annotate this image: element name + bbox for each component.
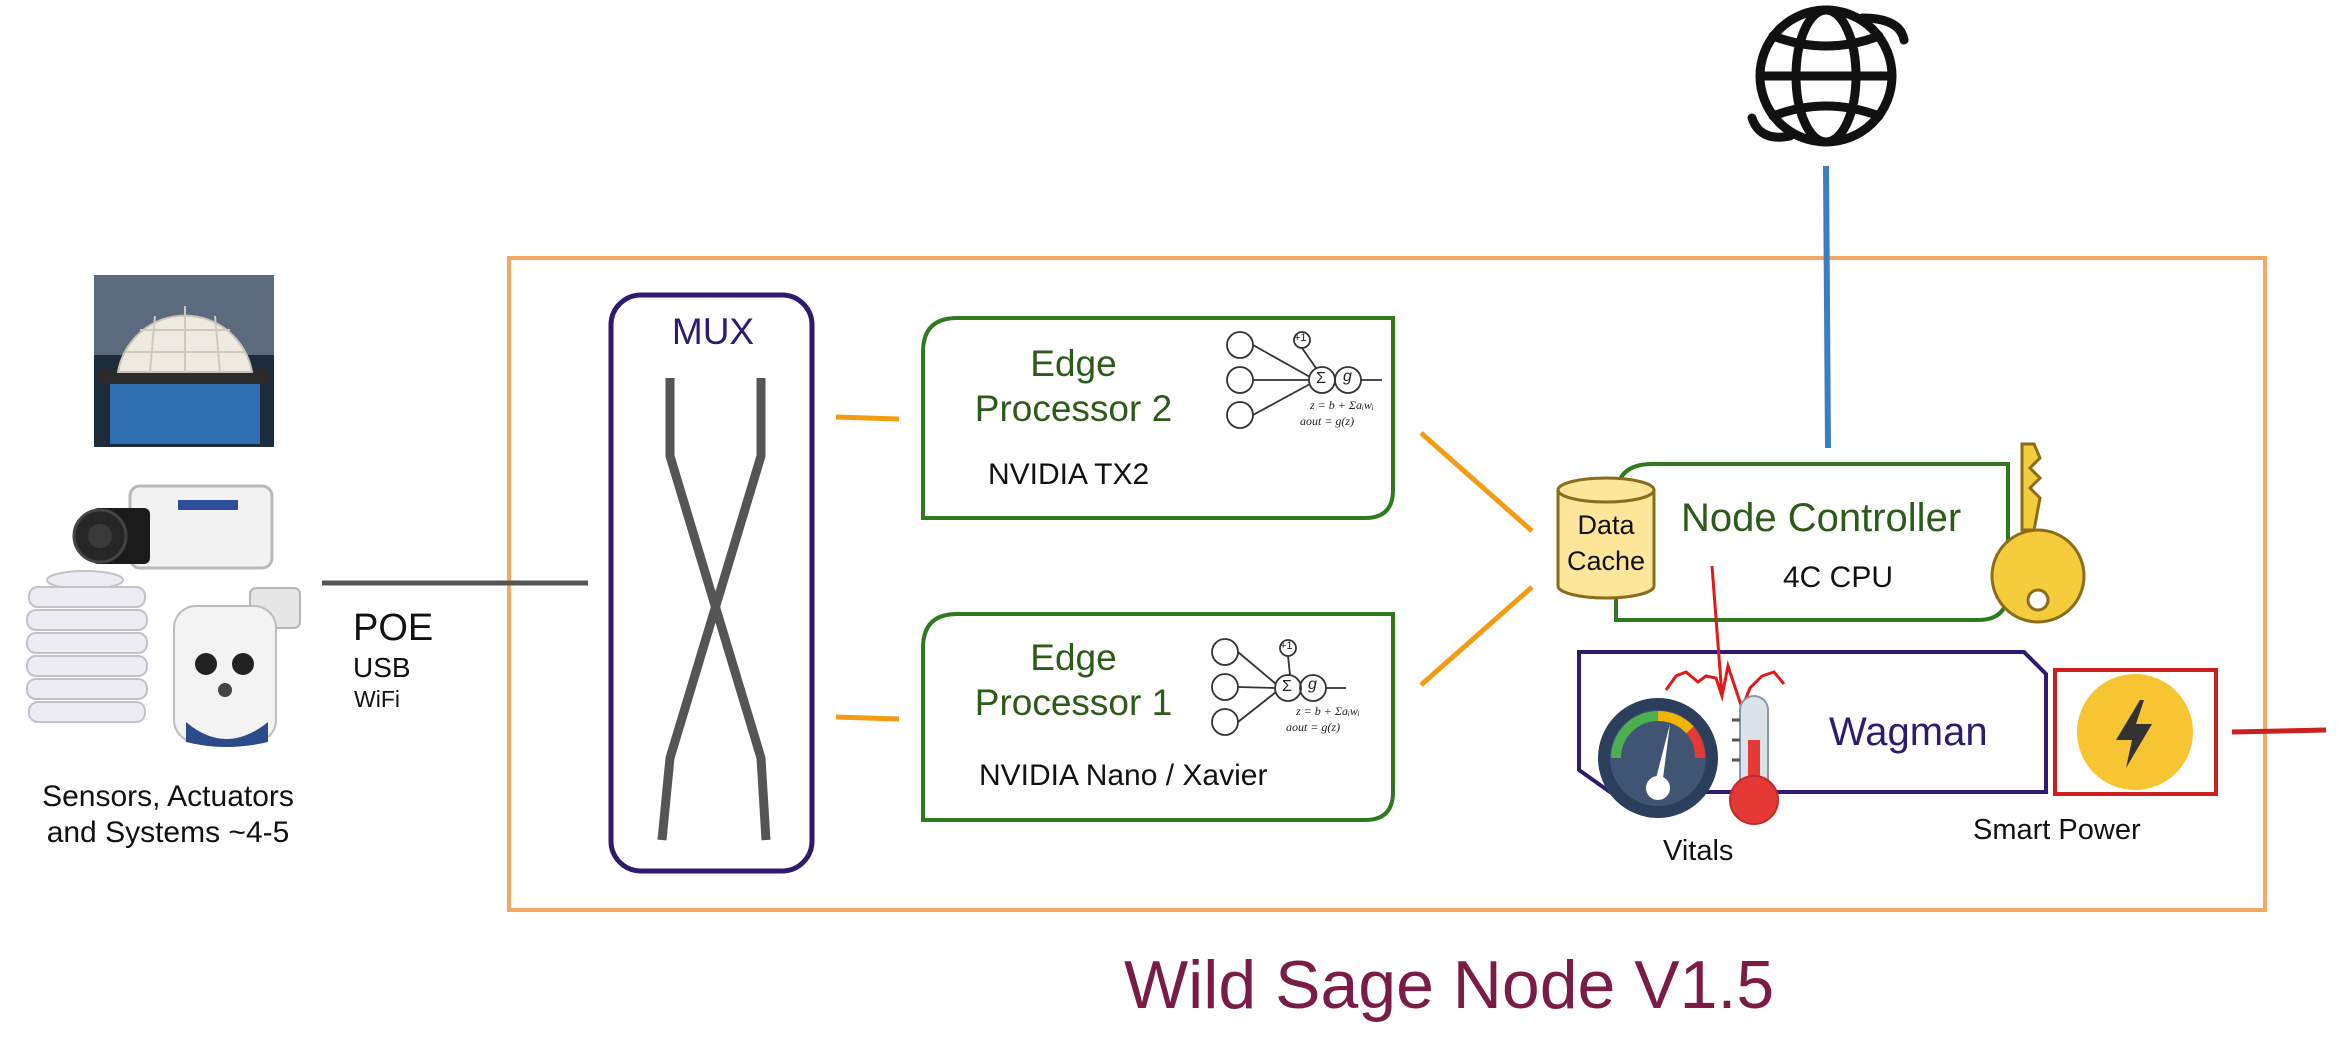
power-line bbox=[2231, 727, 2327, 735]
sensors-caption-line1: Sensors, Actuators bbox=[42, 780, 294, 813]
link-mux-edge1 bbox=[835, 714, 900, 722]
mux-crossover bbox=[657, 378, 771, 841]
wifi-label: WiFi bbox=[354, 686, 400, 712]
node-controller-box bbox=[1614, 462, 2010, 622]
neuron-activation-label: g bbox=[1308, 676, 1317, 693]
smart-power-box bbox=[2053, 668, 2218, 796]
data-cache-label-line1: Data bbox=[1577, 510, 1635, 540]
data-cache-cylinder bbox=[1556, 476, 1656, 600]
mobotix-camera-photo bbox=[173, 587, 301, 747]
neuron-bias-label: +1 bbox=[1294, 332, 1307, 344]
neuron-formula-1: z = b + Σaᵢwᵢ bbox=[1296, 704, 1360, 718]
neuron-bias-label: +1 bbox=[1280, 640, 1293, 652]
vitals-label: Vitals bbox=[1663, 835, 1734, 867]
diagram-title: Wild Sage Node V1.5 bbox=[1124, 947, 1775, 1023]
link-edge1-controller bbox=[1419, 585, 1534, 687]
lightning-bolt-icon bbox=[2077, 674, 2193, 790]
thermometer-icon bbox=[1729, 695, 1779, 825]
smart-power-label: Smart Power bbox=[1973, 814, 2141, 846]
link-mux-edge2 bbox=[835, 414, 900, 422]
link-edge2-controller bbox=[1419, 431, 1534, 533]
neural-network-icon bbox=[1226, 331, 1382, 429]
edge-processor-1-box bbox=[921, 612, 1395, 822]
edge-processor-2-hardware: NVIDIA TX2 bbox=[988, 458, 1150, 491]
node-controller-cpu: 4C CPU bbox=[1783, 561, 1894, 594]
speedometer-icon bbox=[1598, 698, 1718, 818]
edge-processor-1-hardware: NVIDIA Nano / Xavier bbox=[979, 759, 1268, 792]
edge-processor-1-title-line1: Edge bbox=[1030, 637, 1117, 678]
poe-label: POE bbox=[353, 607, 434, 649]
node-controller-title: Node Controller bbox=[1681, 496, 1962, 540]
weather-shield-photo bbox=[26, 570, 148, 723]
edge-processor-1-title-line2: Processor 1 bbox=[974, 682, 1173, 723]
key-icon bbox=[1990, 442, 2086, 624]
camera-photo bbox=[72, 484, 274, 570]
globe-icon bbox=[1747, 5, 1909, 147]
edge-processor-2-title-line1: Edge bbox=[1030, 343, 1117, 384]
edge-processor-2-title-line2: Processor 2 bbox=[974, 388, 1173, 429]
edge-processor-2-box bbox=[921, 316, 1395, 520]
radar-dome-photo bbox=[94, 275, 274, 447]
data-cache-label-line2: Cache bbox=[1566, 546, 1646, 576]
heartbeat-icon bbox=[1710, 565, 1724, 697]
heartbeat-icon bbox=[1664, 660, 1786, 713]
mux-label: MUX bbox=[671, 311, 755, 352]
neuron-sum-label: Σ bbox=[1282, 678, 1292, 695]
neuron-formula-2: aout = g(z) bbox=[1286, 720, 1341, 734]
neural-network-icon bbox=[1211, 638, 1346, 736]
neuron-formula-2: aout = g(z) bbox=[1300, 414, 1355, 428]
neuron-activation-label: g bbox=[1343, 368, 1352, 385]
internet-uplink bbox=[1823, 165, 1831, 449]
mux-box bbox=[608, 292, 815, 874]
sensors-caption-line2: and Systems ~4-5 bbox=[46, 816, 290, 849]
wagman-box bbox=[1577, 650, 2048, 794]
wagman-label: Wagman bbox=[1829, 710, 1988, 754]
usb-label: USB bbox=[353, 652, 411, 683]
neuron-sum-label: Σ bbox=[1316, 370, 1326, 387]
neuron-formula-1: z = b + Σaᵢwᵢ bbox=[1310, 398, 1374, 412]
